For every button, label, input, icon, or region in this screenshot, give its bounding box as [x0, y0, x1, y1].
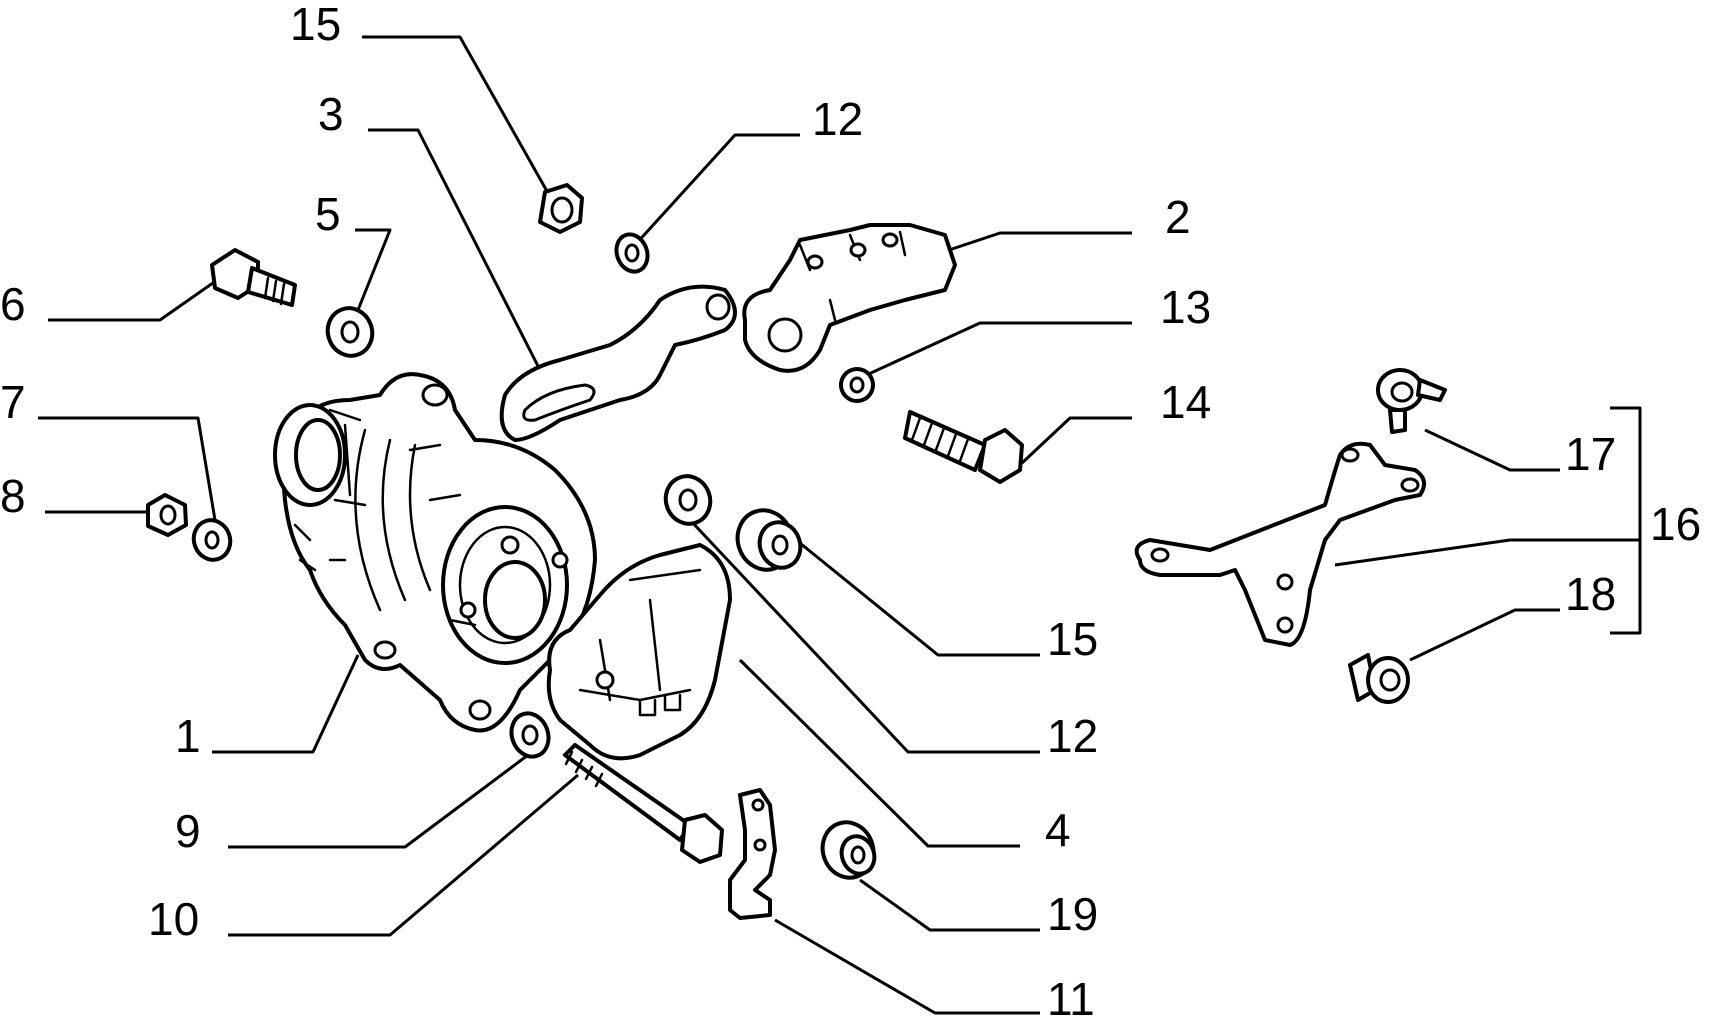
- washer-12-top: [614, 232, 650, 274]
- bolt-14: [903, 410, 1024, 484]
- leader-11: [774, 918, 1040, 1015]
- leader-lines: [38, 35, 1642, 1015]
- leader-15-top: [362, 35, 550, 194]
- mounting-bracket-2: [742, 223, 957, 373]
- leader-16: [1334, 538, 1640, 567]
- leader-17: [1424, 428, 1560, 472]
- callout-18: 18: [1565, 568, 1616, 620]
- callout-10: 10: [148, 893, 199, 945]
- clip-17: [1376, 368, 1447, 434]
- bolt-10: [563, 743, 724, 864]
- callout-7: 7: [0, 376, 26, 428]
- washer-13: [839, 367, 875, 403]
- callout-13: 13: [1160, 281, 1211, 333]
- washer-12-mid: [663, 474, 713, 526]
- callout-17: 17: [1565, 428, 1616, 480]
- leader-12-mid: [688, 518, 1040, 754]
- bracket-16: [1134, 441, 1426, 647]
- leader-9: [228, 753, 529, 849]
- washer-7: [191, 518, 233, 562]
- callout-6: 6: [0, 278, 26, 330]
- leader-6: [48, 276, 221, 322]
- callout-11: 11: [1047, 973, 1095, 1020]
- callout-12-mid: 12: [1047, 710, 1098, 762]
- nut-19: [820, 820, 877, 880]
- callout-15-mid: 15: [1047, 613, 1098, 665]
- leader-4: [738, 658, 1020, 848]
- leader-19: [859, 878, 1040, 932]
- washer-5: [325, 306, 375, 358]
- leader-14: [1020, 416, 1132, 465]
- callout-8: 8: [0, 470, 26, 522]
- leader-15-mid: [789, 533, 1040, 657]
- callout-16: 16: [1650, 498, 1701, 550]
- leader-13: [859, 321, 1132, 380]
- washer-9: [509, 711, 551, 759]
- bolt-6: [210, 248, 297, 307]
- leader-10: [228, 773, 579, 937]
- callout-19: 19: [1047, 888, 1098, 940]
- callout-2: 2: [1165, 191, 1191, 243]
- leader-1: [212, 654, 360, 754]
- rear-cover-4: [546, 543, 732, 761]
- leader-7: [38, 416, 217, 521]
- clip-11: [728, 788, 777, 920]
- callout-1: 1: [175, 710, 201, 762]
- alternator-1: [273, 372, 597, 733]
- callout-14: 14: [1160, 376, 1211, 428]
- callout-3: 3: [318, 88, 344, 140]
- callout-9: 9: [175, 805, 201, 857]
- callout-12-top: 12: [812, 93, 863, 145]
- adjusting-bracket-3: [499, 284, 737, 442]
- callout-4: 4: [1045, 804, 1071, 856]
- leader-3: [368, 128, 542, 371]
- callout-15-top: 15: [290, 0, 341, 50]
- spacer-15-mid: [735, 508, 803, 572]
- leader-18: [1409, 608, 1560, 662]
- leader-12-top: [633, 133, 800, 247]
- leader-5: [348, 228, 392, 331]
- clip-18: [1348, 653, 1410, 704]
- callout-5: 5: [315, 188, 341, 240]
- leader-2: [939, 231, 1132, 255]
- bracket-16-18: [1610, 406, 1642, 635]
- hex-nut-15-top: [538, 183, 584, 234]
- nut-8: [146, 493, 188, 537]
